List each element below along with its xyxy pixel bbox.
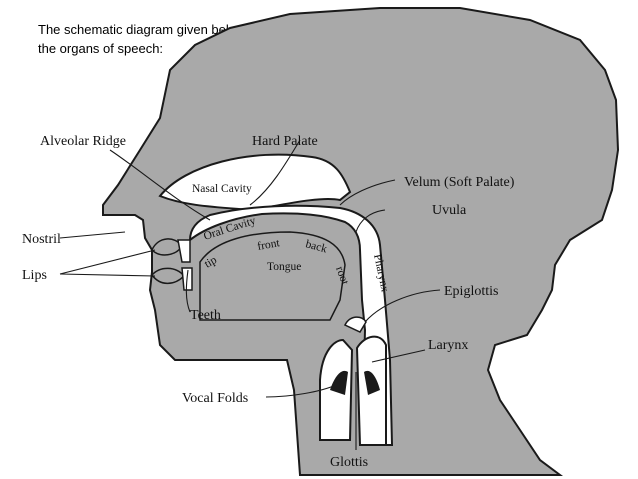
pointer-hard-palate [249, 139, 301, 206]
label-alveolar-ridge: Alveolar Ridge [40, 134, 126, 149]
label-vocal-folds: Vocal Folds [182, 391, 248, 406]
pointer-velum [339, 179, 396, 206]
label-tongue: Tongue [267, 261, 301, 273]
label-front: front [256, 237, 281, 253]
label-tip: tip [203, 254, 220, 271]
vocal-fold-left [330, 370, 348, 395]
pointer-teeth [185, 269, 191, 313]
epiglottis-shape [343, 316, 367, 333]
tongue-shape [199, 231, 346, 321]
caption-line-2: the organs of speech: [38, 41, 164, 56]
label-glottis: Glottis [330, 455, 368, 470]
upper-teeth [177, 239, 191, 263]
pointer-alveolar-ridge [109, 149, 211, 221]
pointer-vocal-folds [265, 384, 337, 398]
label-uvula: Uvula [432, 203, 467, 218]
pointer-lips-lower [59, 273, 156, 277]
pointer-nostril [59, 231, 126, 239]
label-larynx: Larynx [428, 338, 468, 353]
label-nasal-cavity: Nasal Cavity [192, 183, 252, 195]
pointer-uvula [355, 209, 386, 233]
label-back: back [304, 238, 328, 255]
label-teeth: Teeth [190, 308, 221, 323]
pointer-larynx [371, 349, 426, 363]
vocal-fold-right [364, 370, 380, 395]
label-hard-palate: Hard Palate [252, 134, 318, 149]
label-lips: Lips [22, 268, 47, 283]
label-velum: Velum (Soft Palate) [404, 175, 515, 190]
label-epiglottis: Epiglottis [444, 284, 498, 299]
nasal-cavity-shape [158, 153, 352, 212]
label-nostril: Nostril [22, 232, 61, 247]
pointer-lips-upper [59, 249, 156, 275]
pointer-epiglottis [364, 289, 441, 323]
